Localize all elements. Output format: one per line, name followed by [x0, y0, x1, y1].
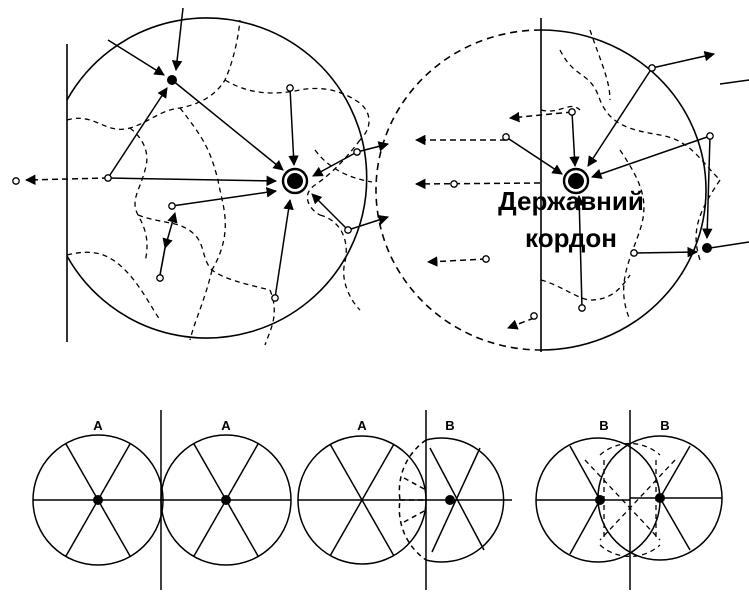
bottom-panels — [32, 410, 723, 590]
hypothetical-area-dashed — [375, 29, 542, 351]
market-area-circle-right — [540, 29, 707, 351]
market-area-circle-left — [66, 17, 368, 339]
flow-arrows-right — [414, 50, 749, 330]
area-label-b4-left: B — [599, 418, 608, 433]
internal-boundaries-right — [540, 29, 721, 321]
market-circle-a2 — [160, 434, 292, 566]
small-settlements-left — [12, 84, 361, 302]
area-label-b4-right: B — [660, 418, 669, 433]
secondary-center-right — [702, 243, 712, 253]
left-market-area — [12, 7, 390, 346]
area-label-a1: A — [93, 418, 103, 433]
market-circle-a3 — [297, 435, 427, 565]
border-label-line1: Державний — [498, 186, 644, 216]
market-circle-a1 — [32, 434, 164, 566]
small-settlements-right — [450, 64, 714, 320]
flow-arrows-left — [24, 7, 390, 299]
market-circle-b4-right — [597, 435, 723, 561]
market-circle-b3 — [398, 437, 512, 563]
border-label-line2: кордон — [525, 223, 617, 253]
right-market-area — [375, 18, 749, 352]
area-label-b3: B — [445, 418, 454, 433]
area-label-a2: A — [221, 418, 231, 433]
secondary-center-left — [167, 75, 177, 85]
internal-boundaries-left — [66, 19, 373, 346]
area-label-a3: A — [357, 418, 367, 433]
overlap-dashed — [584, 442, 676, 558]
